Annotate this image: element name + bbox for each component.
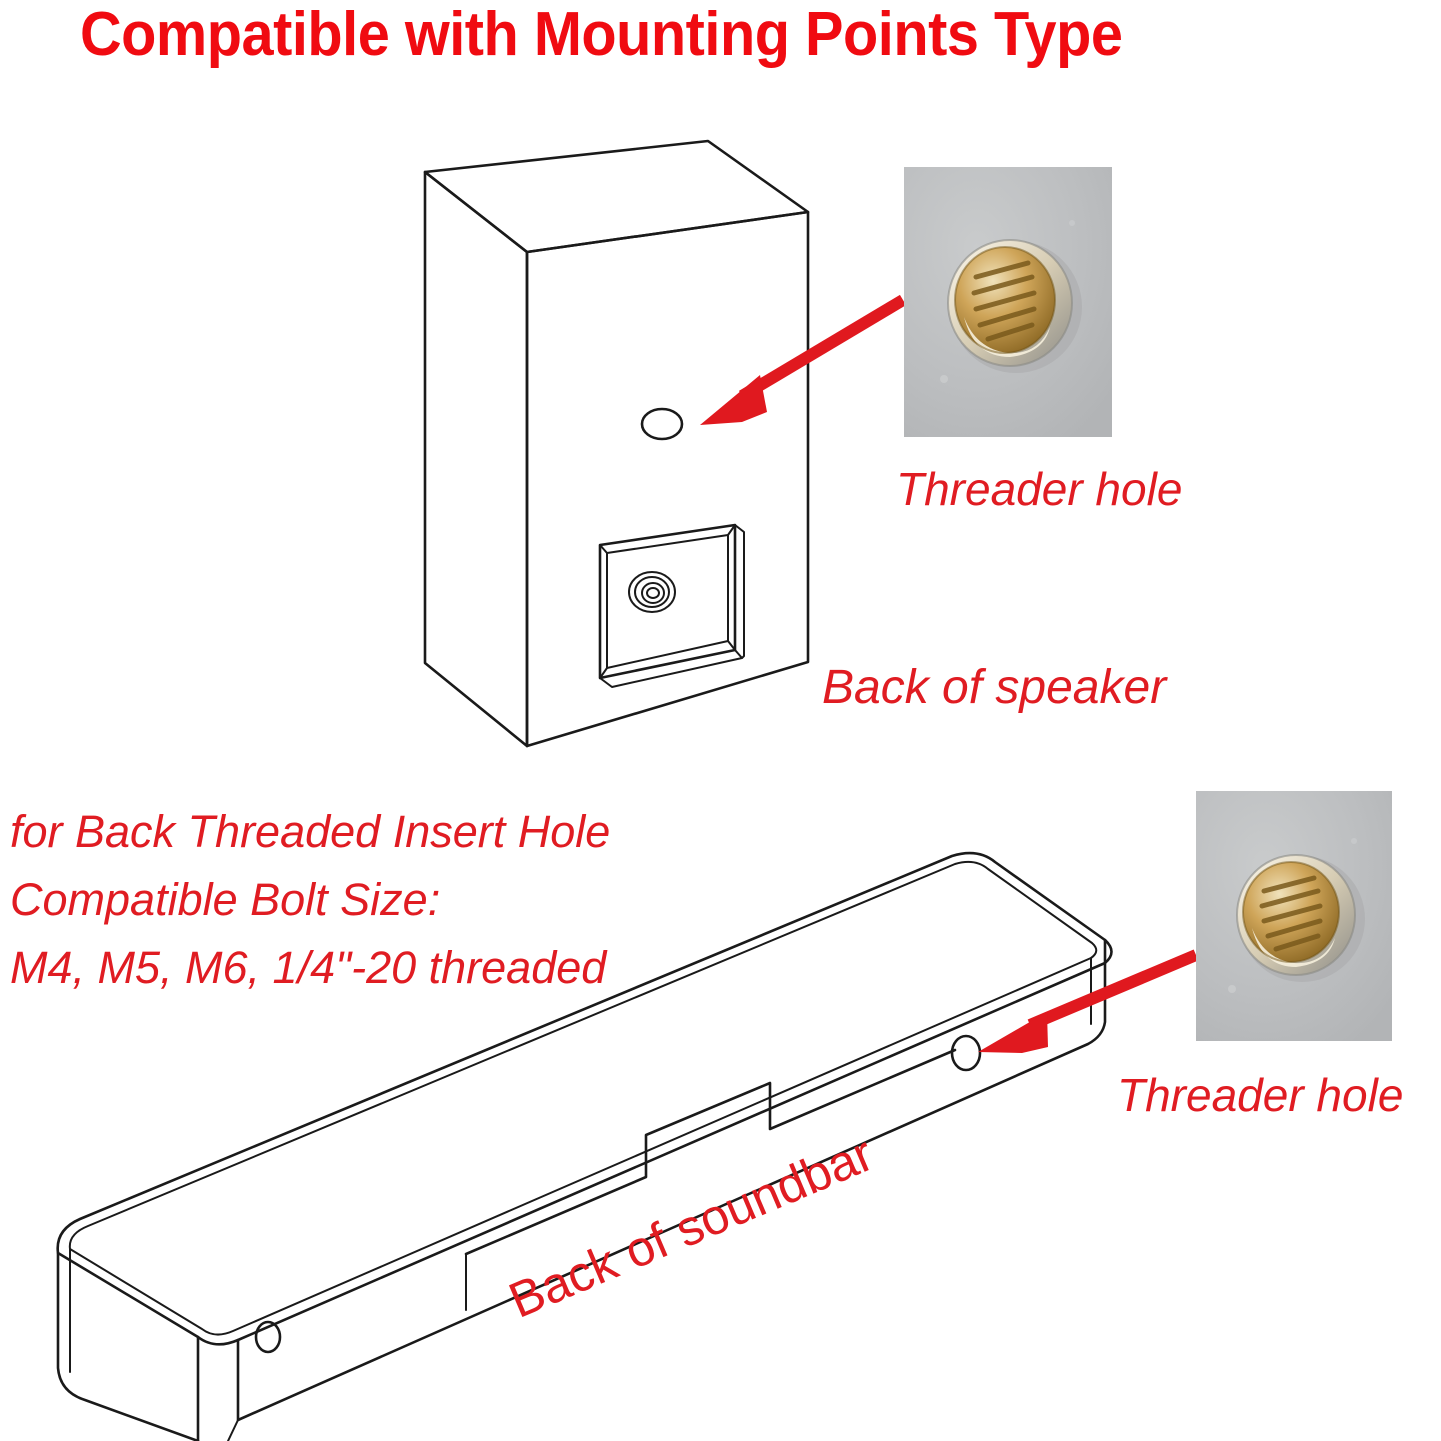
bolt-spec-line-1: for Back Threaded Insert Hole <box>10 806 611 857</box>
label-threader-hole-soundbar: Threader hole <box>1117 1069 1404 1121</box>
threaded-insert-photo-bottom <box>1196 791 1392 1041</box>
speaker-diagram <box>423 139 810 748</box>
bolt-spec-line-2: Compatible Bolt Size: <box>10 874 441 925</box>
bolt-spec-block: for Back Threaded Insert Hole Compatible… <box>10 798 610 1002</box>
bolt-spec-line-3: M4, M5, M6, 1/4"-20 threaded <box>10 942 607 993</box>
speaker-threader-hole <box>640 407 684 441</box>
soundbar-threader-hole-right <box>950 1034 982 1072</box>
arrow-bottom-insert-to-soundbar-hole <box>978 949 1199 1053</box>
label-back-of-soundbar: Back of soundbar <box>501 1125 882 1329</box>
soundbar-threader-hole-left <box>254 1320 282 1354</box>
page-title: Compatible with Mounting Points Type <box>80 0 1123 69</box>
label-threader-hole-speaker: Threader hole <box>896 463 1183 515</box>
speaker-terminal-panel <box>598 523 745 688</box>
threaded-insert-photo-top <box>904 167 1112 437</box>
label-back-of-speaker: Back of speaker <box>822 661 1167 714</box>
arrow-top-insert-to-speaker-hole <box>700 294 907 425</box>
